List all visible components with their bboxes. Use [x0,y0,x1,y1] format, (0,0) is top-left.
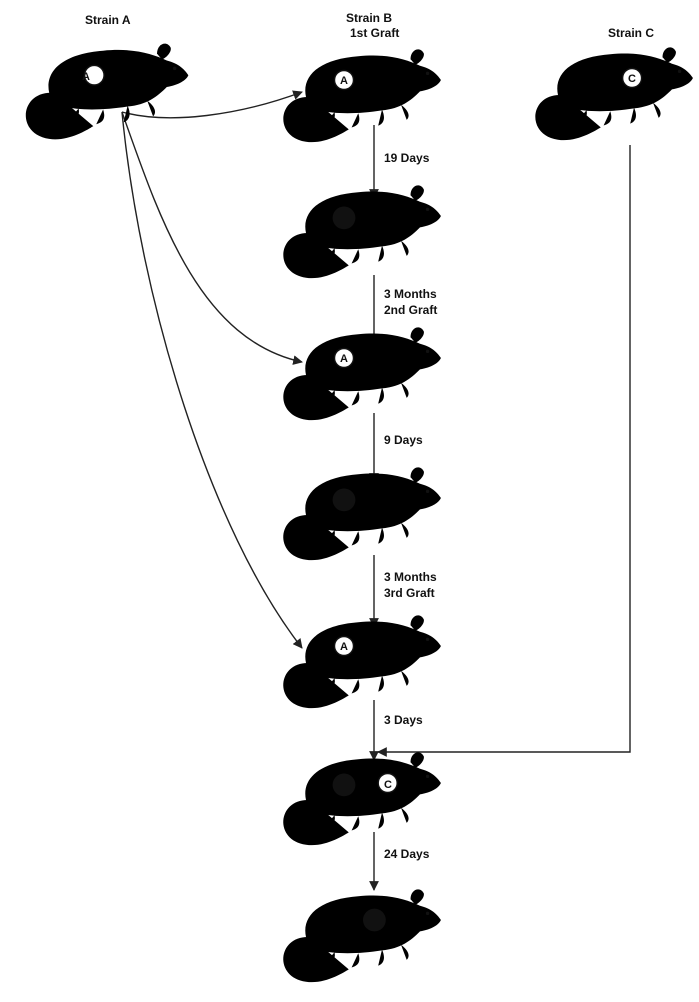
strain-b-title: Strain B [346,11,392,25]
step-label-1: 19 Days [384,151,430,165]
mouse-b-rejected-2 [283,467,452,561]
graft-label-donor-a: A [82,71,90,83]
mouse-b-first-graft [283,49,452,143]
strain-b-subtitle: 1st Graft [350,26,399,40]
mouse-b-third-graft [283,615,452,709]
strain-c-title: Strain C [608,26,654,40]
graft-arrow-2nd [121,111,303,365]
mouse-b-rejected-c [283,889,452,983]
step-label-4b: 3rd Graft [384,586,435,600]
mouse-b-rejected-a-with-c-graft [283,752,452,846]
mouse-b-rejected-1 [283,185,452,279]
step-label-2: 3 Months [384,287,437,301]
mouse-b-second-graft [283,327,452,421]
rejected-graft-spot [332,206,356,230]
rejected-graft-spot [332,773,356,797]
step-label-2b: 2nd Graft [384,303,437,317]
step-label-3: 9 Days [384,433,423,447]
strain-a-title: Strain A [85,13,131,27]
graft-label-b6-c: C [384,779,392,791]
graft-arrow-1st [121,90,303,119]
mouse-strain-c-donor [535,47,699,141]
mouse-strain-a-donor [25,43,200,140]
graft-label-donor-c: C [628,73,636,85]
step-label-5: 3 Days [384,713,423,727]
step-label-4: 3 Months [384,570,437,584]
rejected-graft-spot [332,488,356,512]
graft-label-b5: A [340,641,348,653]
rejected-graft-spot [363,908,386,932]
step-label-6: 24 Days [384,847,430,861]
graft-label-b1: A [340,75,348,87]
graft-label-b3: A [340,353,348,365]
graft-arrow-3rd [121,111,303,649]
strain-c-graft-line [377,145,631,757]
